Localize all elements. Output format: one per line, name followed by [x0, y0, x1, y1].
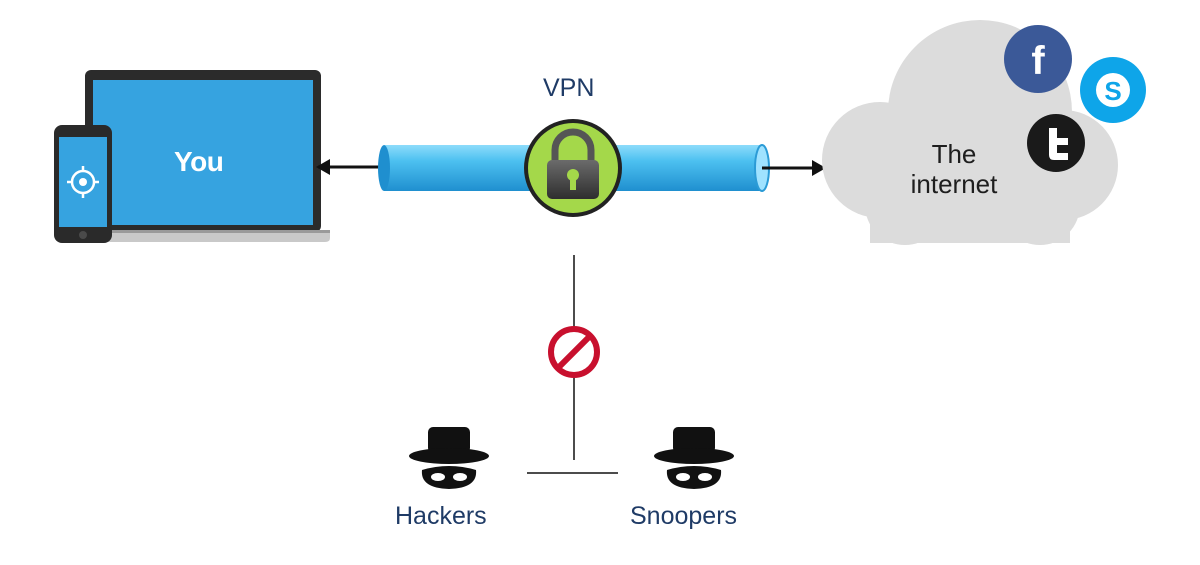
svg-text:f: f — [1031, 39, 1045, 83]
you-label: You — [174, 146, 224, 177]
laptop-icon — [60, 70, 330, 242]
phone-app-icon — [67, 166, 99, 198]
svg-text:S: S — [1104, 76, 1121, 106]
internet-label-line1: The — [931, 139, 977, 169]
facebook-icon: f — [1004, 25, 1072, 93]
twitter-icon — [1027, 114, 1085, 172]
snooper-spy-icon — [654, 427, 734, 489]
skype-icon: S — [1080, 57, 1146, 123]
arrow-to-internet — [762, 160, 826, 176]
internet-label: The internet — [890, 139, 1018, 199]
arrow-to-you — [316, 159, 386, 175]
vpn-label: VPN — [543, 74, 595, 102]
prohibited-icon — [548, 326, 600, 378]
internet-label-line2: internet — [910, 169, 998, 199]
hackers-label: Hackers — [395, 502, 487, 530]
phone-icon — [54, 125, 112, 243]
lock-icon — [524, 119, 622, 217]
hacker-spy-icon — [409, 427, 489, 489]
snoopers-label: Snoopers — [630, 502, 738, 530]
